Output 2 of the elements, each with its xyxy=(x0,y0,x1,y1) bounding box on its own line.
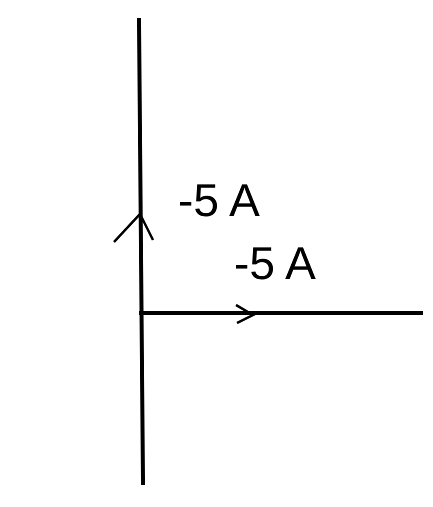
current-label: -5 A xyxy=(178,177,260,223)
current-label: -5 A xyxy=(234,240,316,286)
